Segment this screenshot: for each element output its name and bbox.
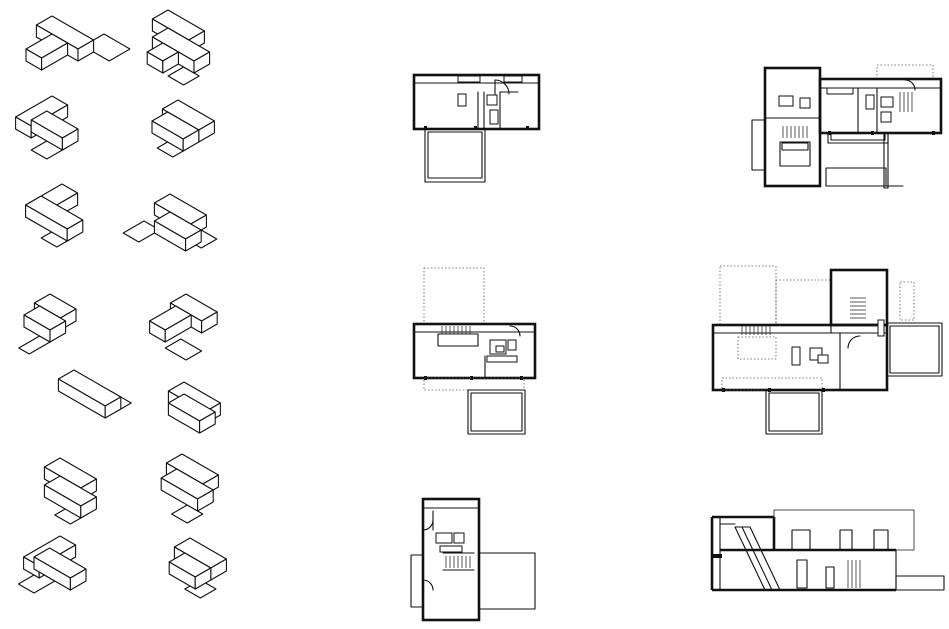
massing-study-7	[18, 293, 77, 355]
massing-study-6	[122, 193, 218, 252]
large-house-upper-plan	[711, 265, 943, 435]
massing-study-11	[43, 457, 97, 525]
small-house-ground-plan	[412, 73, 541, 183]
small-house-upper-plan	[412, 267, 537, 435]
massing-study-8	[149, 293, 218, 361]
axonometric-studies	[15, 9, 227, 599]
house-section	[710, 509, 945, 592]
massing-study-9	[57, 369, 132, 419]
massing-study-12	[160, 453, 219, 524]
massing-study-1	[25, 15, 131, 71]
massing-study-3	[15, 95, 79, 160]
large-house-ground-plan	[751, 64, 943, 189]
massing-study-2	[146, 9, 211, 86]
massing-study-13	[17, 535, 87, 594]
massing-study-5	[25, 183, 84, 248]
massing-study-4	[151, 99, 215, 158]
small-house-narrow-plan	[410, 497, 536, 622]
massing-study-14	[168, 537, 227, 599]
massing-study-10	[167, 381, 221, 434]
